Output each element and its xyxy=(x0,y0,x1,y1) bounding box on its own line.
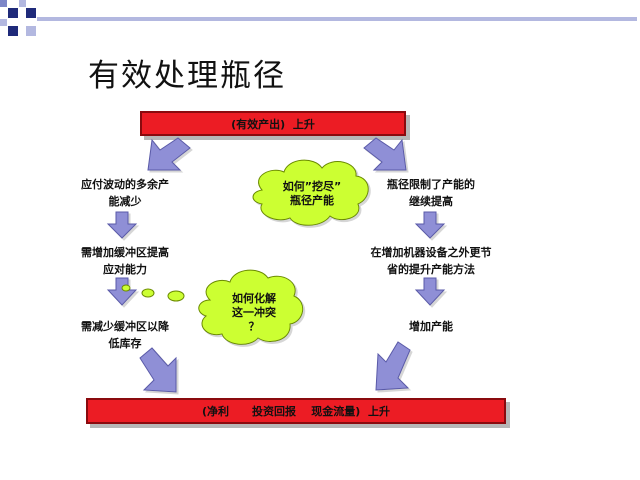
cloud-conflict xyxy=(198,269,304,345)
left-box-3-line-2: 低库存 xyxy=(108,337,142,350)
cloud-conflict-line-1: 如何化解 xyxy=(232,292,276,305)
left-box-1-line-1: 应付波动的多余产 xyxy=(81,178,169,191)
top-banner: (有效产出) 上升 xyxy=(140,111,406,136)
cloud-exploit-line-1: 如何”挖尽” xyxy=(282,180,342,193)
left-box-1: 应付波动的多余产 能减少 xyxy=(60,176,190,210)
arrow-left-down-1 xyxy=(106,211,138,239)
arrow-right-top xyxy=(363,137,407,171)
arrow-left-top xyxy=(147,137,191,171)
bottom-banner: (净利 投资回报 现金流量) 上升 xyxy=(86,398,506,424)
left-box-3-line-1: 需减少缓冲区以降 xyxy=(81,320,169,333)
corner-decoration xyxy=(0,0,637,36)
right-box-2-line-1: 在增加机器设备之外更节 xyxy=(370,246,492,259)
arrow-right-down-1 xyxy=(414,211,446,239)
right-box-3: 增加产能 xyxy=(366,318,496,335)
arrow-right-down-2 xyxy=(414,277,446,306)
arrow-left-bottom xyxy=(139,347,177,393)
cloud-conflict-line-2: 这一冲突 xyxy=(232,306,276,319)
cloud-exploit-text: 如何”挖尽” 瓶径产能 xyxy=(262,180,362,208)
left-box-2: 需增加缓冲区提高 应对能力 xyxy=(60,244,190,278)
cloud-exploit xyxy=(252,159,369,226)
right-box-2-line-2: 省的提升产能方法 xyxy=(387,263,475,276)
thought-bubbles xyxy=(121,284,185,302)
right-box-1-line-2: 继续提高 xyxy=(409,195,453,208)
cloud-exploit-line-2: 瓶径产能 xyxy=(290,194,334,207)
arrow-right-bottom xyxy=(375,341,411,391)
arrow-left-down-2 xyxy=(106,277,138,306)
cloud-conflict-text: 如何化解 这一冲突 ？ xyxy=(206,292,302,334)
page-title: 有效处理瓶径 xyxy=(88,58,286,94)
right-box-1-line-1: 瓶径限制了产能的 xyxy=(387,178,475,191)
right-box-2: 在增加机器设备之外更节 省的提升产能方法 xyxy=(356,244,506,278)
left-box-2-line-1: 需增加缓冲区提高 xyxy=(81,246,169,259)
left-box-1-line-2: 能减少 xyxy=(108,195,142,208)
left-box-2-line-2: 应对能力 xyxy=(103,263,147,276)
right-box-1: 瓶径限制了产能的 继续提高 xyxy=(366,176,496,210)
right-box-3-line-1: 增加产能 xyxy=(409,320,453,333)
left-box-3: 需减少缓冲区以降 低库存 xyxy=(60,318,190,352)
cloud-conflict-line-3: ？ xyxy=(248,320,260,333)
